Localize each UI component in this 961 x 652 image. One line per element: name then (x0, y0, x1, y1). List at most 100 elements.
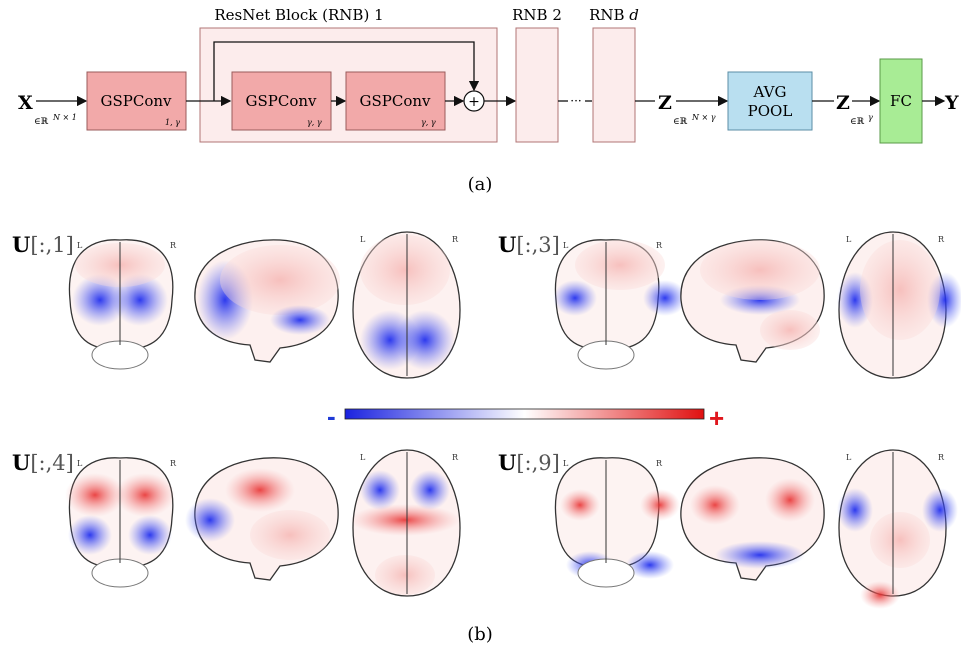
axial-left-label: L (846, 235, 852, 244)
activation-blob (860, 581, 900, 609)
activation-blob (560, 489, 600, 521)
activation-blob (553, 280, 597, 316)
z2-label: Z (836, 92, 850, 114)
cerebellum-outline (577, 340, 635, 370)
activation-blob (185, 498, 235, 542)
fc-box (879, 58, 923, 144)
gsp-inner-1-box (231, 71, 332, 131)
activation-blob (575, 240, 665, 290)
axial-right-label: R (938, 453, 945, 462)
cerebellum-outline (91, 340, 149, 370)
activation-blob (250, 510, 330, 560)
hemisphere-left-label: L (77, 241, 83, 250)
activation-blob (700, 240, 820, 300)
activation-blob (128, 515, 172, 555)
z2-dim-sup: γ (868, 113, 873, 122)
activation-blob (65, 473, 125, 517)
rnbd-label: RNB d (589, 6, 639, 24)
resnet-block-title: ResNet Block (RNB) 1 (214, 6, 383, 24)
axial-right-label: R (938, 235, 945, 244)
input-dim-label: ∈ℝ (34, 117, 49, 127)
activation-blob (395, 310, 455, 370)
z2-dim: ∈ℝ (850, 117, 865, 127)
hemisphere-left-label: L (77, 459, 83, 468)
gsp-first-label: GSPConv (101, 92, 173, 110)
panel-label: U[:,1] (12, 232, 74, 257)
activation-blob (225, 468, 295, 512)
sum-node-plus: + (468, 94, 480, 110)
activation-blob (715, 541, 805, 569)
axial-left-label: L (846, 453, 852, 462)
caption-b: (b) (467, 624, 493, 645)
z1-dim-sup: N × γ (691, 113, 716, 122)
activation-blob (640, 489, 680, 521)
input-dim-sup: N × 1 (52, 113, 77, 122)
activation-blob (68, 515, 112, 555)
panel-label-index: [:,1] (30, 233, 74, 257)
panel-label: U[:,4] (12, 450, 74, 475)
activation-blob (375, 555, 435, 595)
colorbar-plus: + (709, 403, 724, 433)
axial-right-label: R (452, 453, 459, 462)
z1-label: Z (658, 92, 672, 114)
colorbar-minus: - (327, 401, 336, 431)
panel-label-matrix: U (12, 232, 30, 257)
z1-dim: ∈ℝ (673, 117, 688, 127)
hemisphere-right-label: R (656, 459, 663, 468)
activation-blob (270, 305, 330, 335)
panel-label-matrix: U (12, 450, 30, 475)
activation-blob (115, 473, 175, 517)
cerebellum-outline (91, 558, 149, 588)
avg-pool-box (727, 71, 813, 131)
input-x-label: X (18, 92, 33, 114)
axial-right-label: R (452, 235, 459, 244)
activation-blob (765, 478, 815, 522)
caption-a: (a) (468, 174, 493, 195)
gsp-inner-1-sub: γ, γ (307, 118, 322, 127)
rnbd-prefix: RNB (589, 6, 629, 24)
activation-blob (360, 235, 450, 305)
ellipsis: ··· (570, 94, 581, 108)
output-y-label: Y (944, 92, 959, 114)
panel-label-matrix: U (498, 232, 516, 257)
activation-blob (837, 488, 873, 532)
activation-blob (626, 551, 674, 579)
axial-left-label: L (360, 453, 366, 462)
pool-line1: AVG (753, 83, 787, 101)
rnb2-box (515, 27, 559, 143)
fc-label: FC (890, 92, 912, 110)
panel-label-index: [:,3] (516, 233, 560, 257)
gsp-inner-2-box (345, 71, 446, 131)
panel-label: U[:,9] (498, 450, 560, 475)
activation-blob (220, 245, 340, 315)
gsp-first-sub: 1, γ (165, 118, 180, 127)
activation-blob (760, 310, 820, 350)
activation-blob (643, 280, 687, 316)
hemisphere-left-label: L (563, 459, 569, 468)
gsp-inner-1-label: GSPConv (246, 92, 318, 110)
activation-blob (112, 274, 168, 326)
panel-label-index: [:,9] (516, 451, 560, 475)
panel-label-index: [:,4] (30, 451, 74, 475)
hemisphere-right-label: R (170, 241, 177, 250)
activation-blob (350, 504, 460, 536)
gsp-inner-2-sub: γ, γ (421, 118, 436, 127)
activation-blob (690, 485, 740, 525)
pool-line2: POOL (748, 102, 793, 120)
activation-blob (860, 240, 940, 340)
rnb2-label: RNB 2 (512, 6, 562, 24)
panel-label-matrix: U (498, 450, 516, 475)
hemisphere-right-label: R (656, 241, 663, 250)
activation-blob (72, 274, 128, 326)
hemisphere-right-label: R (170, 459, 177, 468)
activation-blob (360, 470, 400, 510)
colorbar: - + (327, 401, 724, 433)
rnbd-box (592, 27, 636, 143)
axial-left-label: L (360, 235, 366, 244)
rnbd-var: d (629, 6, 639, 24)
